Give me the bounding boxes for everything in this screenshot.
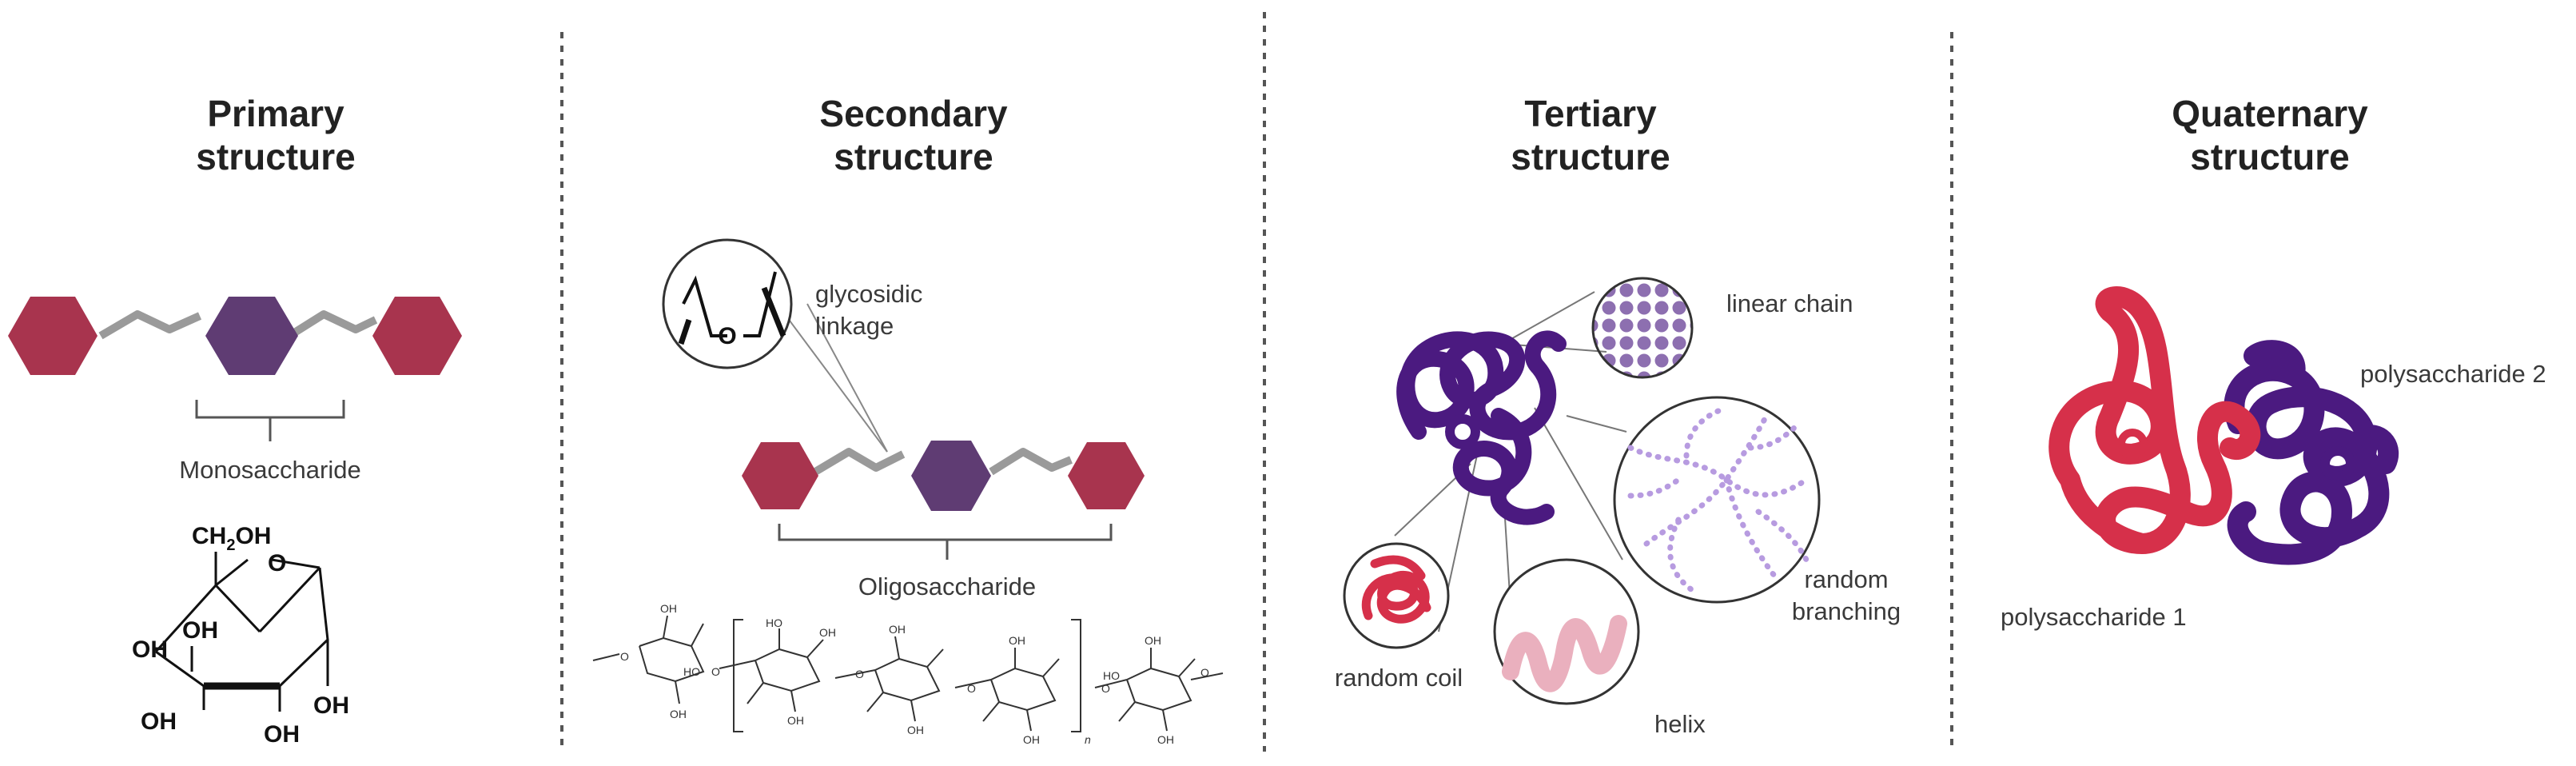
glucose-haworth-structure: CH2OH O OH OH OH OH OH xyxy=(132,523,349,748)
chain-oh-6: OH xyxy=(907,724,924,736)
helix-shape xyxy=(1502,615,1627,692)
chain-ho-1: HO xyxy=(683,665,700,678)
chain-oxygen-3: O xyxy=(855,668,864,680)
polysaccharide-chain-formula xyxy=(592,615,1224,732)
linkage-zoom-connector-2 xyxy=(806,303,888,453)
panel-tertiary: Tertiary structure linear chain xyxy=(1335,93,1901,738)
oligosaccharide-bracket xyxy=(778,524,1113,560)
chain-oh-4: OH xyxy=(787,714,804,727)
monosaccharide-hexagon-left xyxy=(8,297,98,375)
primary-title-line2: structure xyxy=(196,136,355,178)
chain-oh-8: OH xyxy=(1023,733,1040,746)
panel-quaternary: Quaternary structure polysaccharide 2 po… xyxy=(2001,93,2546,631)
tertiary-polysaccharide-tangle xyxy=(1396,330,1567,525)
random-branching-label-line2: branching xyxy=(1792,597,1901,625)
monosaccharide-hexagon-center xyxy=(205,297,298,375)
glucose-oh-left: OH xyxy=(132,636,168,663)
linear-chain-zoom-circle xyxy=(1591,277,1694,379)
glucose-ring-oxygen: O xyxy=(268,550,286,576)
glucose-oh-bottom-mid: OH xyxy=(264,721,300,748)
glycosidic-linkage-label-line2: linkage xyxy=(815,312,894,340)
chain-oh-5: OH xyxy=(889,623,906,636)
secondary-title-line1: Secondary xyxy=(819,93,1008,134)
chain-oxygen-6: O xyxy=(1200,666,1209,679)
glucose-ch2oh-label: CH2OH xyxy=(192,523,271,554)
oligosaccharide-links xyxy=(813,448,1073,476)
panel-primary: Primary structure Monosaccharide CH2OH O… xyxy=(8,93,462,748)
chain-oxygen-4: O xyxy=(967,682,976,695)
quaternary-title-line1: Quaternary xyxy=(2172,93,2368,134)
chain-oh-7: OH xyxy=(1009,634,1025,647)
chain-ho-2: HO xyxy=(766,616,782,629)
oligosaccharide-hexagon-center xyxy=(911,441,991,511)
quaternary-title-line2: structure xyxy=(2190,136,2349,178)
polysaccharide-1-label: polysaccharide 1 xyxy=(2001,603,2187,631)
random-branching-dots xyxy=(1627,405,1810,595)
random-branching-label-line1: random xyxy=(1804,565,1888,593)
chain-repeat-n: n xyxy=(1085,733,1091,746)
chain-oxygen-1: O xyxy=(620,650,629,663)
random-branching-zoom-circle xyxy=(1613,396,1821,604)
linkage-zoom-bonds xyxy=(678,271,786,345)
random-coil-shape xyxy=(1361,555,1431,624)
random-coil-label: random coil xyxy=(1335,664,1463,692)
tertiary-title-line2: structure xyxy=(1511,136,1670,178)
glucose-oh-bottom-left: OH xyxy=(141,708,177,735)
chain-oxygen-5: O xyxy=(1101,682,1110,695)
glucose-oh-right: OH xyxy=(313,692,349,719)
polysaccharide-2-tangle xyxy=(2224,340,2399,565)
oligosaccharide-label: Oligosaccharide xyxy=(858,573,1036,600)
chain-oh-1: OH xyxy=(660,602,677,615)
monosaccharide-hexagon-right xyxy=(372,297,462,375)
panel-secondary: Secondary structure O glycosidic linkage… xyxy=(592,93,1224,746)
monosaccharide-bracket xyxy=(195,400,345,441)
chain-oh-10: OH xyxy=(1157,733,1174,746)
tertiary-title-line1: Tertiary xyxy=(1524,93,1657,134)
chain-oh-2: OH xyxy=(670,708,687,720)
monosaccharide-label: Monosaccharide xyxy=(179,456,360,484)
linear-chain-label: linear chain xyxy=(1726,289,1853,317)
glucose-oh-upper: OH xyxy=(182,617,218,644)
chain-oh-9: OH xyxy=(1145,634,1161,647)
glycosidic-linkage-label-line1: glycosidic xyxy=(815,280,922,308)
oligosaccharide-hexagon-right xyxy=(1068,442,1145,509)
primary-glycosidic-links xyxy=(98,310,378,340)
secondary-title-line2: structure xyxy=(834,136,993,178)
oligosaccharide-hexagon-left xyxy=(742,442,818,509)
chain-ho-3: HO xyxy=(1103,669,1120,682)
chain-oxygen-2: O xyxy=(711,665,720,678)
helix-label: helix xyxy=(1654,710,1706,738)
polysaccharide-2-label: polysaccharide 2 xyxy=(2360,360,2546,388)
random-coil-zoom-circle xyxy=(1343,542,1450,649)
polysaccharide-1-tangle xyxy=(2048,286,2261,554)
linkage-zoom-oxygen: O xyxy=(718,323,736,349)
chain-oh-3: OH xyxy=(819,626,836,639)
primary-title-line1: Primary xyxy=(207,93,344,134)
